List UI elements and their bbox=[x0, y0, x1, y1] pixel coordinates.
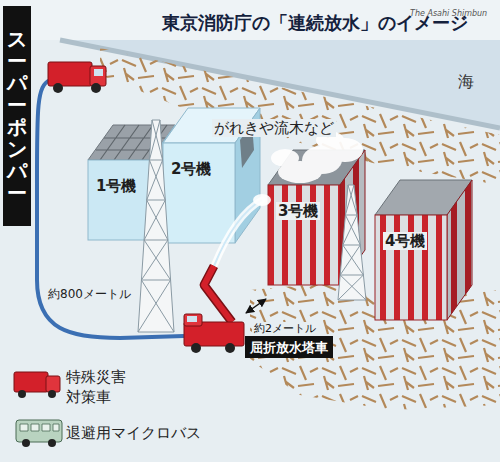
truck-window bbox=[187, 316, 197, 322]
distance-label: 約2メートル bbox=[252, 322, 318, 335]
vehicle-label-box: 屈折放水塔車 bbox=[245, 336, 333, 358]
reactor-building: 3号機 bbox=[268, 185, 340, 285]
legend-entry: 特殊災害対策車 bbox=[66, 368, 128, 407]
building-front bbox=[268, 185, 340, 285]
reactor-building: 1号機 bbox=[88, 160, 150, 240]
legend-truck-cab bbox=[46, 376, 60, 392]
area-label-box: がれきや流木など bbox=[212, 118, 336, 137]
legend-entry: 退避用マイクロバス bbox=[66, 423, 201, 444]
node-text: 2号機 bbox=[171, 160, 211, 178]
wheel bbox=[48, 439, 56, 447]
truck-body bbox=[48, 62, 92, 86]
stack-tower bbox=[338, 185, 366, 300]
tower-lattice bbox=[138, 120, 174, 332]
distance-label-box: 約800メートル bbox=[46, 283, 133, 302]
legend-text: 特殊災害対策車 bbox=[66, 368, 128, 407]
wheel bbox=[48, 390, 56, 398]
steam bbox=[271, 131, 363, 183]
water-spray bbox=[214, 200, 262, 266]
truck-window bbox=[94, 69, 103, 76]
spray-puff bbox=[253, 194, 271, 206]
node-text: スーパーポンパー bbox=[7, 28, 27, 204]
building-front bbox=[375, 215, 447, 320]
node-text: 4号機 bbox=[383, 232, 427, 250]
watermark-box: The Asahi Shimbun bbox=[410, 1, 487, 20]
watermark: The Asahi Shimbun bbox=[410, 9, 487, 18]
tower-lattice bbox=[338, 185, 366, 300]
wheel bbox=[91, 83, 101, 93]
reactor-building: 2号機 bbox=[163, 143, 235, 243]
truck-cab bbox=[184, 314, 202, 326]
vehicle-band: スーパーポンパー bbox=[3, 6, 31, 226]
wheel bbox=[53, 83, 63, 93]
top-strip bbox=[0, 0, 500, 40]
boom bbox=[204, 266, 232, 322]
node-text: 1号機 bbox=[96, 177, 136, 195]
hose bbox=[37, 80, 184, 338]
steam-puff bbox=[271, 149, 299, 167]
legend-text: 退避用マイクロバス bbox=[66, 424, 201, 442]
legend-bus bbox=[16, 420, 62, 442]
legend-truck bbox=[14, 372, 48, 392]
boom bbox=[204, 266, 232, 322]
reactor-building: 4号機 bbox=[375, 215, 447, 320]
wheel bbox=[225, 343, 235, 353]
area-label: がれきや流木など bbox=[212, 119, 336, 137]
wheel bbox=[22, 439, 30, 447]
stack-tower bbox=[138, 120, 174, 332]
truck-cab bbox=[90, 66, 106, 86]
node-text: 3号機 bbox=[276, 202, 320, 220]
wheel bbox=[191, 343, 201, 353]
area-label: 海 bbox=[458, 72, 474, 91]
bus-windows bbox=[20, 424, 59, 431]
building-front bbox=[88, 160, 150, 240]
building-front bbox=[163, 143, 235, 243]
building-side bbox=[447, 180, 472, 320]
distance-label-box: 約2メートル bbox=[252, 317, 318, 336]
water-spray bbox=[214, 200, 262, 266]
distance-label: 約800メートル bbox=[46, 287, 133, 301]
area-label-box: 海 bbox=[458, 72, 474, 91]
wheel bbox=[18, 390, 26, 398]
node-text: 屈折放水塔車 bbox=[250, 340, 328, 357]
distance-arrow bbox=[246, 299, 266, 313]
